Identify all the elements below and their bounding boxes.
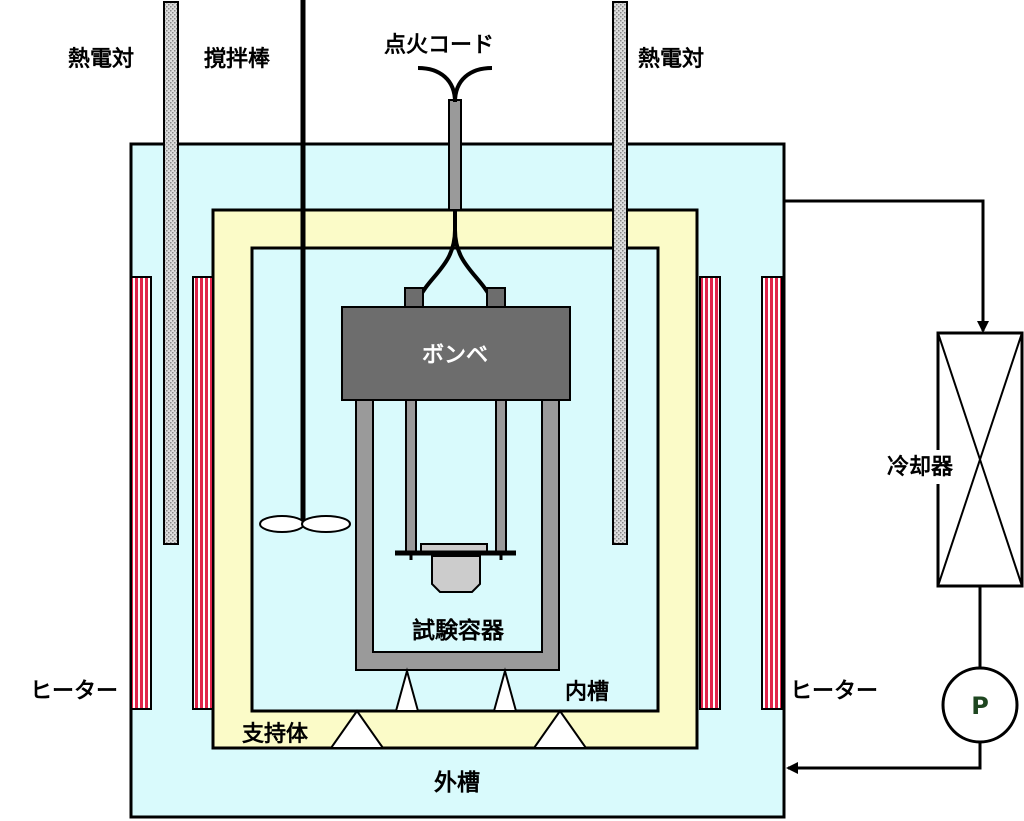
heater-left-inner (192, 276, 214, 710)
ignition-cord-top-split (417, 66, 493, 103)
inner-rod-right (495, 399, 507, 553)
bomb-terminal-right (486, 287, 506, 309)
bomb-support-left (394, 667, 420, 712)
label-ignition-cord: 点火コード (384, 32, 494, 58)
label-test-vessel: 試験容器 (412, 617, 505, 644)
label-pump: P (971, 692, 989, 720)
label-heater-right: ヒーター (790, 679, 878, 704)
heater-left-outer (130, 276, 152, 710)
ignition-cord-tube (448, 99, 462, 211)
label-outer-tank: 外槽 (434, 769, 480, 796)
label-stirrer: 撹拌棒 (204, 46, 271, 72)
inner-rod-left (405, 399, 417, 553)
stirrer-blade-right (301, 515, 351, 533)
thermocouple-left (163, 1, 179, 545)
bomb-support-right (492, 667, 518, 712)
label-heater-left: ヒーター (30, 679, 118, 704)
stirrer-blade-left (259, 515, 305, 533)
heater-right-outer (761, 276, 783, 710)
coolant-line-out (784, 199, 989, 333)
label-bomb: ボンベ (422, 343, 488, 368)
label-support: 支持体 (242, 722, 309, 747)
coolant-line-return (786, 742, 982, 774)
thermocouple-right (612, 1, 628, 545)
heater-right-inner (699, 276, 721, 710)
cooler-cross-2 (937, 332, 1023, 587)
sample-crucible (431, 555, 481, 593)
cooler-label-bg (875, 450, 965, 484)
label-inner-tank: 内槽 (565, 680, 609, 705)
label-thermocouple-right: 熱電対 (638, 46, 704, 72)
bomb-terminal-left (404, 287, 424, 309)
bomb-lid (341, 306, 571, 401)
support-right (532, 709, 588, 749)
label-thermocouple-left: 熱電対 (68, 46, 134, 72)
support-left (329, 709, 385, 749)
label-cooler: 冷却器 (887, 454, 954, 480)
